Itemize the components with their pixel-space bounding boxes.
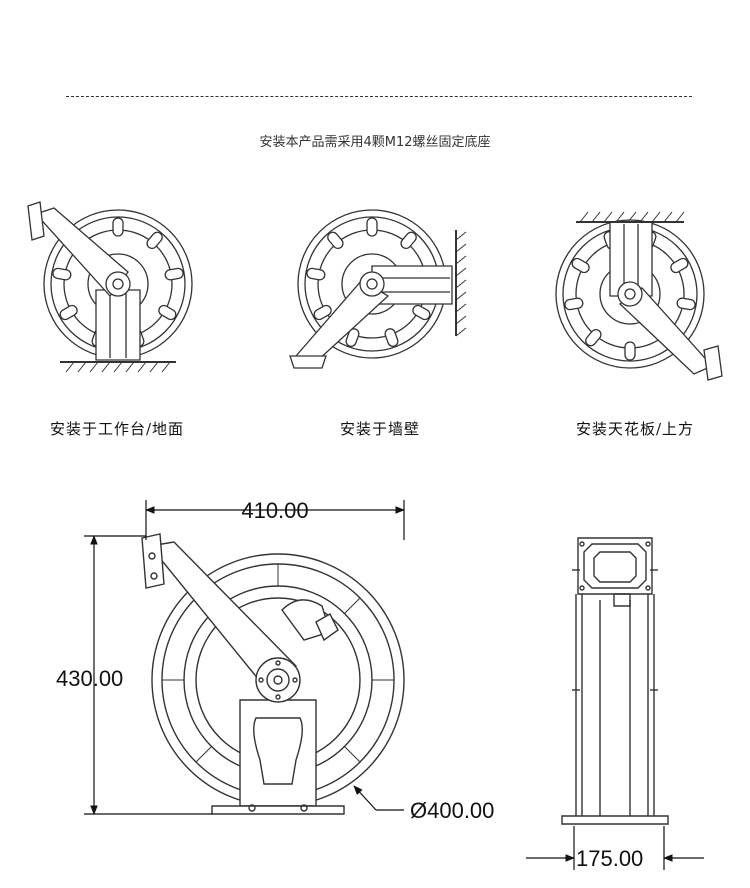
caption-wall-mount: 安装于墙壁	[340, 420, 421, 438]
height-label: 430.00	[56, 666, 123, 691]
diameter-label: Ø400.00	[410, 798, 494, 823]
separator-line	[66, 96, 692, 97]
wall-mount-drawing	[289, 209, 467, 369]
height-dimension	[84, 535, 212, 815]
front-view-drawing	[141, 533, 405, 815]
caption-ceiling-mount: 安装天花板/上方	[576, 420, 695, 438]
depth-label: 175.00	[576, 846, 643, 871]
diameter-leader	[353, 785, 404, 811]
depth-dimension	[526, 826, 704, 870]
caption-floor-mount: 安装于工作台/地面	[50, 420, 185, 438]
ceiling-mount-drawing	[555, 211, 723, 381]
width-label: 410.00	[241, 498, 308, 523]
side-view-drawing	[561, 537, 669, 825]
width-dimension	[145, 500, 405, 540]
floor-mount-drawing	[27, 201, 193, 373]
install-note: 安装本产品需采用4颗M12螺丝固定底座	[259, 135, 491, 150]
